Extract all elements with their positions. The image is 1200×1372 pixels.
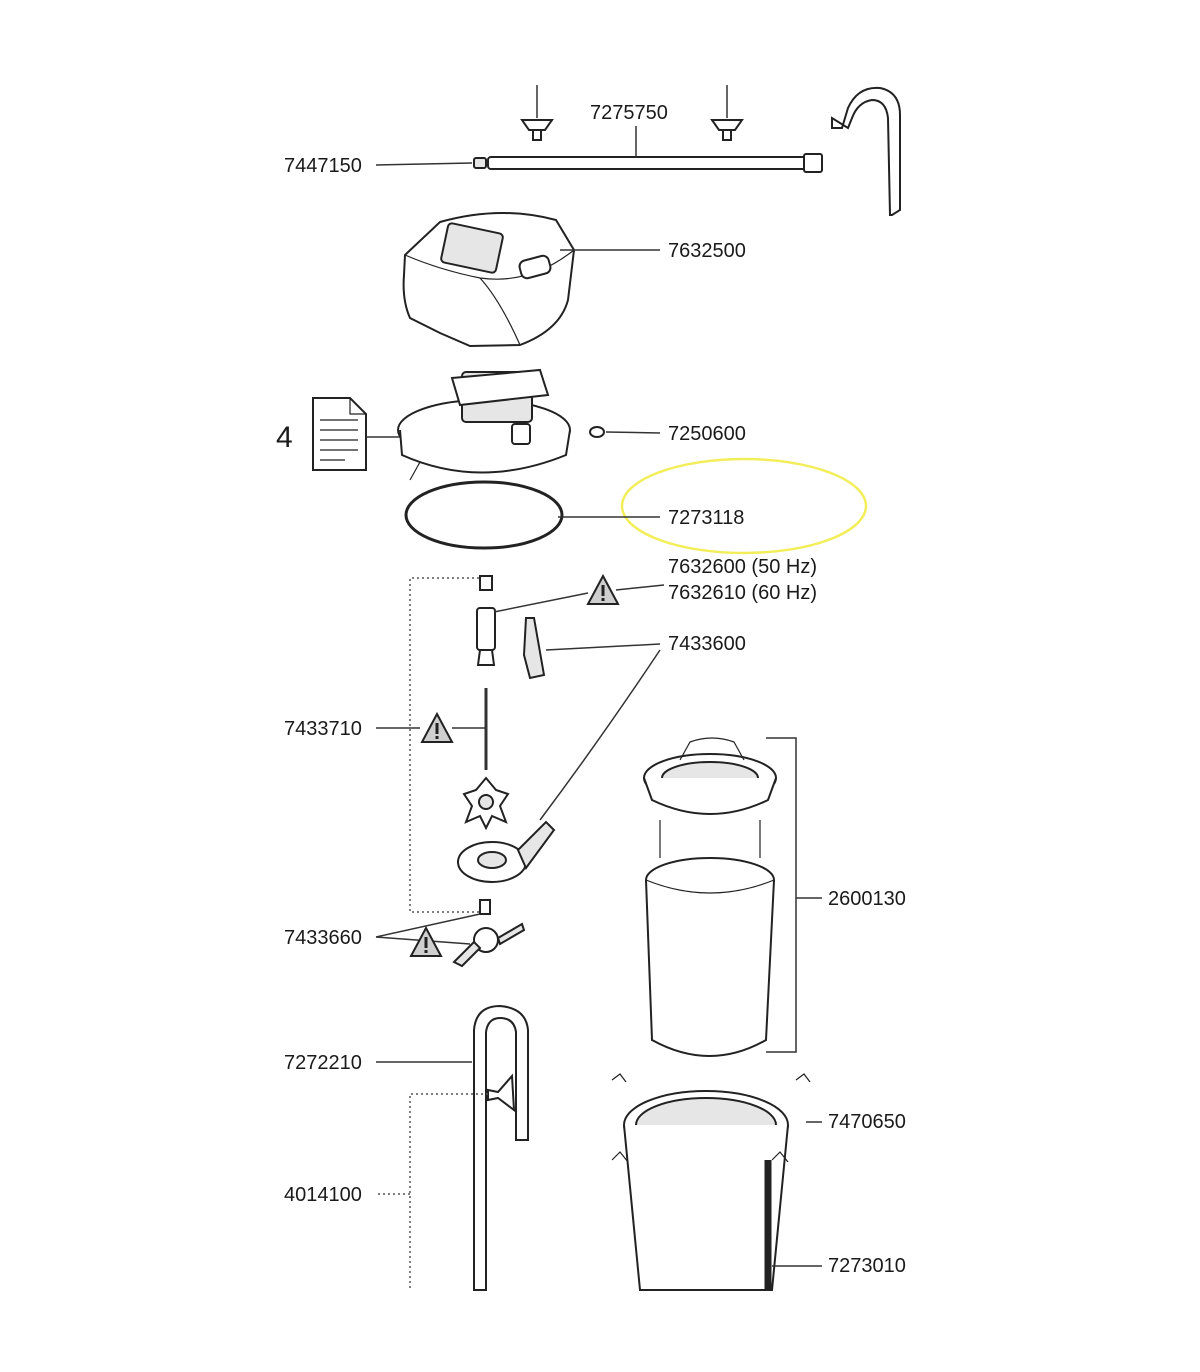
filter-container-part (645, 857, 775, 1057)
label-7275750: 7275750 (590, 102, 668, 124)
rubber-insert-part (522, 617, 546, 680)
bushing-lower-part (479, 899, 491, 915)
label-7272210: 7272210 (284, 1052, 362, 1074)
document-icon (312, 397, 367, 471)
label-7632610: 7632610 (60 Hz) (668, 582, 817, 604)
label-7447150: 7447150 (284, 155, 362, 177)
outlet-pipe-part (831, 86, 901, 216)
label-7433710: 7433710 (284, 718, 362, 740)
o-ring-part (404, 480, 564, 550)
label-7273118: 7273118 (668, 507, 744, 529)
warning-icon (586, 573, 620, 605)
impeller-cover-part (457, 820, 556, 883)
document-ref-number: 4 (276, 421, 293, 454)
warning-icon (409, 925, 443, 957)
impeller-wing-part (452, 922, 526, 968)
canister-part (611, 1073, 811, 1291)
small-o-ring-part (589, 426, 605, 438)
label-7632600: 7632600 (50 Hz) (668, 556, 817, 578)
impeller-part (476, 607, 496, 666)
bushing-part (479, 575, 493, 591)
highlight-ellipse (620, 457, 868, 555)
filter-basket-part (643, 737, 777, 858)
suction-cup-part (487, 1073, 516, 1113)
spray-bar-part (473, 85, 823, 173)
intake-pipe-part (473, 1004, 529, 1291)
label-7433660: 7433660 (284, 927, 362, 949)
label-4014100: 4014100 (284, 1184, 362, 1206)
label-7250600: 7250600 (668, 423, 746, 445)
label-7273010: 7273010 (828, 1255, 906, 1277)
label-2600130: 2600130 (828, 888, 906, 910)
label-7470650: 7470650 (828, 1111, 906, 1133)
warning-icon (420, 711, 454, 743)
pump-head-part (397, 368, 571, 481)
motor-head-cover-part (402, 211, 576, 348)
label-7632500: 7632500 (668, 240, 746, 262)
label-7433600: 7433600 (668, 633, 746, 655)
rotor-part (462, 776, 510, 831)
